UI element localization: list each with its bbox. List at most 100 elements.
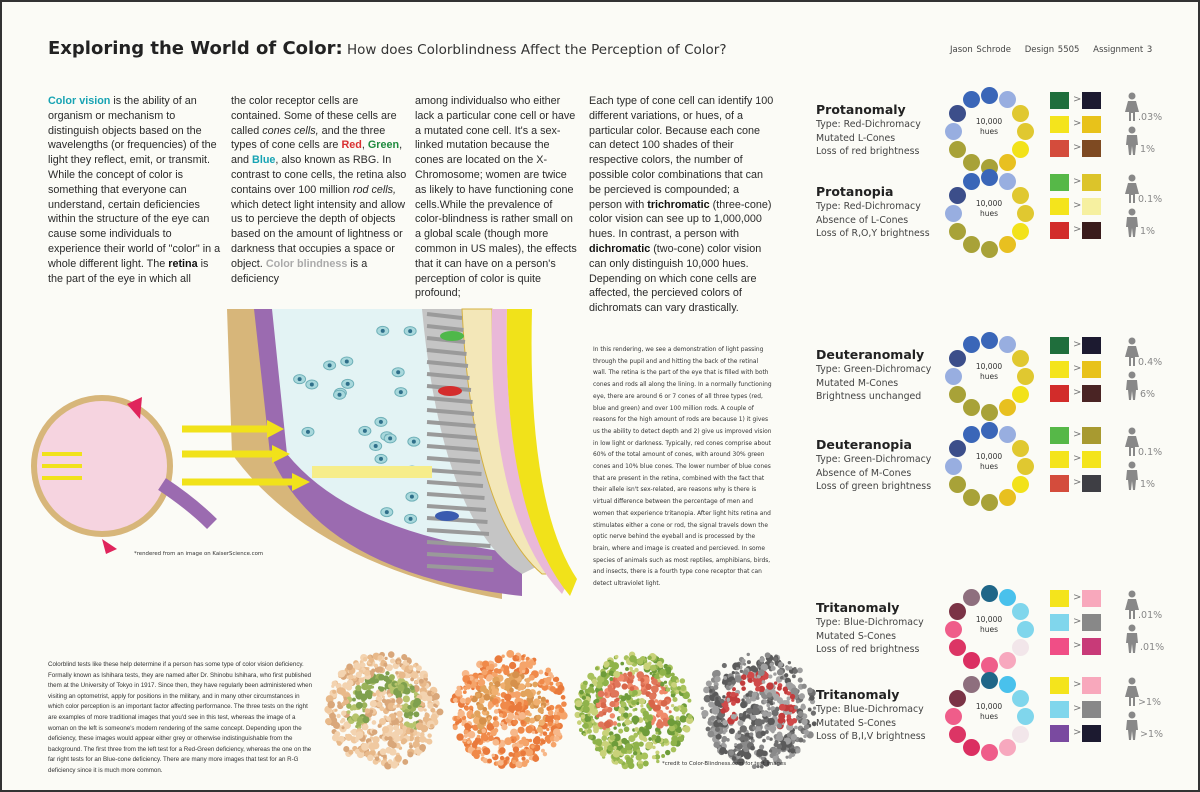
plate-dot — [542, 731, 548, 736]
plate-dot — [346, 703, 352, 709]
plate-dot — [787, 719, 795, 726]
plate-dot — [730, 714, 737, 720]
rod-cell — [426, 396, 473, 404]
plate-dot — [503, 759, 508, 764]
plate-dot — [757, 665, 761, 669]
male-prevalence: 1% — [1140, 144, 1156, 155]
plate-dot — [602, 711, 607, 716]
plate-dot — [723, 676, 728, 680]
intro-column-4: Each type of cone cell can identify 100 … — [589, 94, 774, 316]
plate-dot — [664, 684, 668, 689]
eyeball — [31, 395, 173, 537]
plate-dot — [509, 687, 514, 693]
plate-dot — [678, 733, 682, 737]
plate-dot — [632, 689, 638, 696]
plate-dot — [374, 756, 380, 761]
plate-dot — [395, 671, 399, 675]
plate-dot — [771, 709, 779, 717]
hue-dot — [944, 367, 962, 385]
plate-dot — [655, 731, 659, 735]
hue-dot — [998, 589, 1016, 607]
plate-dot — [482, 747, 491, 756]
male-icon — [1124, 208, 1140, 242]
plate-dot — [537, 695, 542, 700]
plate-dot — [555, 730, 560, 735]
plate-dot — [755, 696, 760, 700]
plate-dot — [387, 651, 395, 658]
plate-dot — [634, 707, 638, 711]
plate-dot — [397, 660, 401, 664]
plate-dot — [329, 712, 336, 720]
plate-dot — [346, 663, 354, 671]
plate-dot — [741, 658, 746, 663]
plate-dot — [599, 749, 607, 757]
plate-dot — [700, 706, 704, 711]
plate-dot — [372, 736, 380, 744]
plate-dot — [503, 665, 510, 671]
plate-dot — [728, 728, 735, 735]
plate-dot — [477, 729, 482, 734]
cell-nucleus — [309, 382, 314, 387]
plate-dot — [327, 700, 335, 709]
plate-dot — [611, 740, 619, 748]
ishihara-plates — [324, 649, 817, 770]
plate-dot — [751, 707, 760, 716]
male-prevalence: .01% — [1140, 642, 1165, 653]
plate-dot — [402, 695, 410, 703]
plate-dot — [614, 654, 619, 659]
plate-dot — [715, 733, 722, 740]
plate-dot — [494, 681, 501, 688]
plate-dot — [388, 674, 395, 681]
plate-dot — [498, 760, 503, 765]
plate-dot — [810, 710, 817, 716]
highlighted-term: trichromatic — [647, 198, 710, 211]
plate-dot — [648, 707, 652, 712]
plate-dot — [788, 754, 792, 759]
condition-detail: Mutated L-Cones — [816, 132, 896, 144]
plate-dot — [427, 702, 434, 709]
plate-dot — [600, 671, 607, 678]
plate-dot — [670, 704, 675, 708]
arrow-icon: > — [1073, 477, 1082, 488]
plate-dot — [580, 714, 586, 720]
plate-dot — [528, 712, 532, 717]
plate-dot — [401, 654, 408, 661]
plate-dot — [386, 716, 391, 722]
perceived-color-swatch — [1082, 475, 1101, 492]
plate-dot — [360, 662, 366, 668]
plate-dot — [549, 681, 554, 686]
plate-dot — [473, 717, 481, 725]
plate-dot — [720, 708, 726, 714]
plate-dot — [636, 701, 640, 706]
perceived-color-swatch — [1082, 451, 1101, 468]
plate-dot — [395, 697, 403, 705]
plate-dot — [791, 698, 795, 702]
plate-dot — [499, 755, 505, 761]
plate-dot — [756, 748, 765, 757]
rod-cell — [426, 468, 482, 476]
hue-dot — [980, 493, 998, 511]
plate-dot — [415, 665, 422, 672]
plate-dot — [358, 677, 365, 684]
hue-wheel: 10,000 hues — [944, 331, 1034, 421]
female-prevalence: 0.1% — [1138, 194, 1163, 205]
plate-dot — [705, 726, 711, 732]
plate-dot — [376, 701, 383, 708]
plate-dot — [651, 755, 656, 760]
plate-dot — [482, 688, 489, 694]
plate-dot — [784, 699, 790, 705]
original-color-swatch — [1050, 725, 1069, 742]
plate-dot — [671, 735, 679, 743]
plate-dot — [413, 698, 422, 706]
plate-dot — [603, 662, 609, 668]
plate-dot — [524, 716, 531, 723]
plate-dot — [596, 702, 601, 708]
plate-dot — [642, 760, 649, 767]
hue-dot — [1016, 620, 1034, 638]
plate-dot — [636, 749, 641, 754]
plate-dot — [418, 678, 424, 684]
highlighted-term: rod cells, — [352, 183, 397, 196]
plate-dot — [766, 682, 774, 690]
